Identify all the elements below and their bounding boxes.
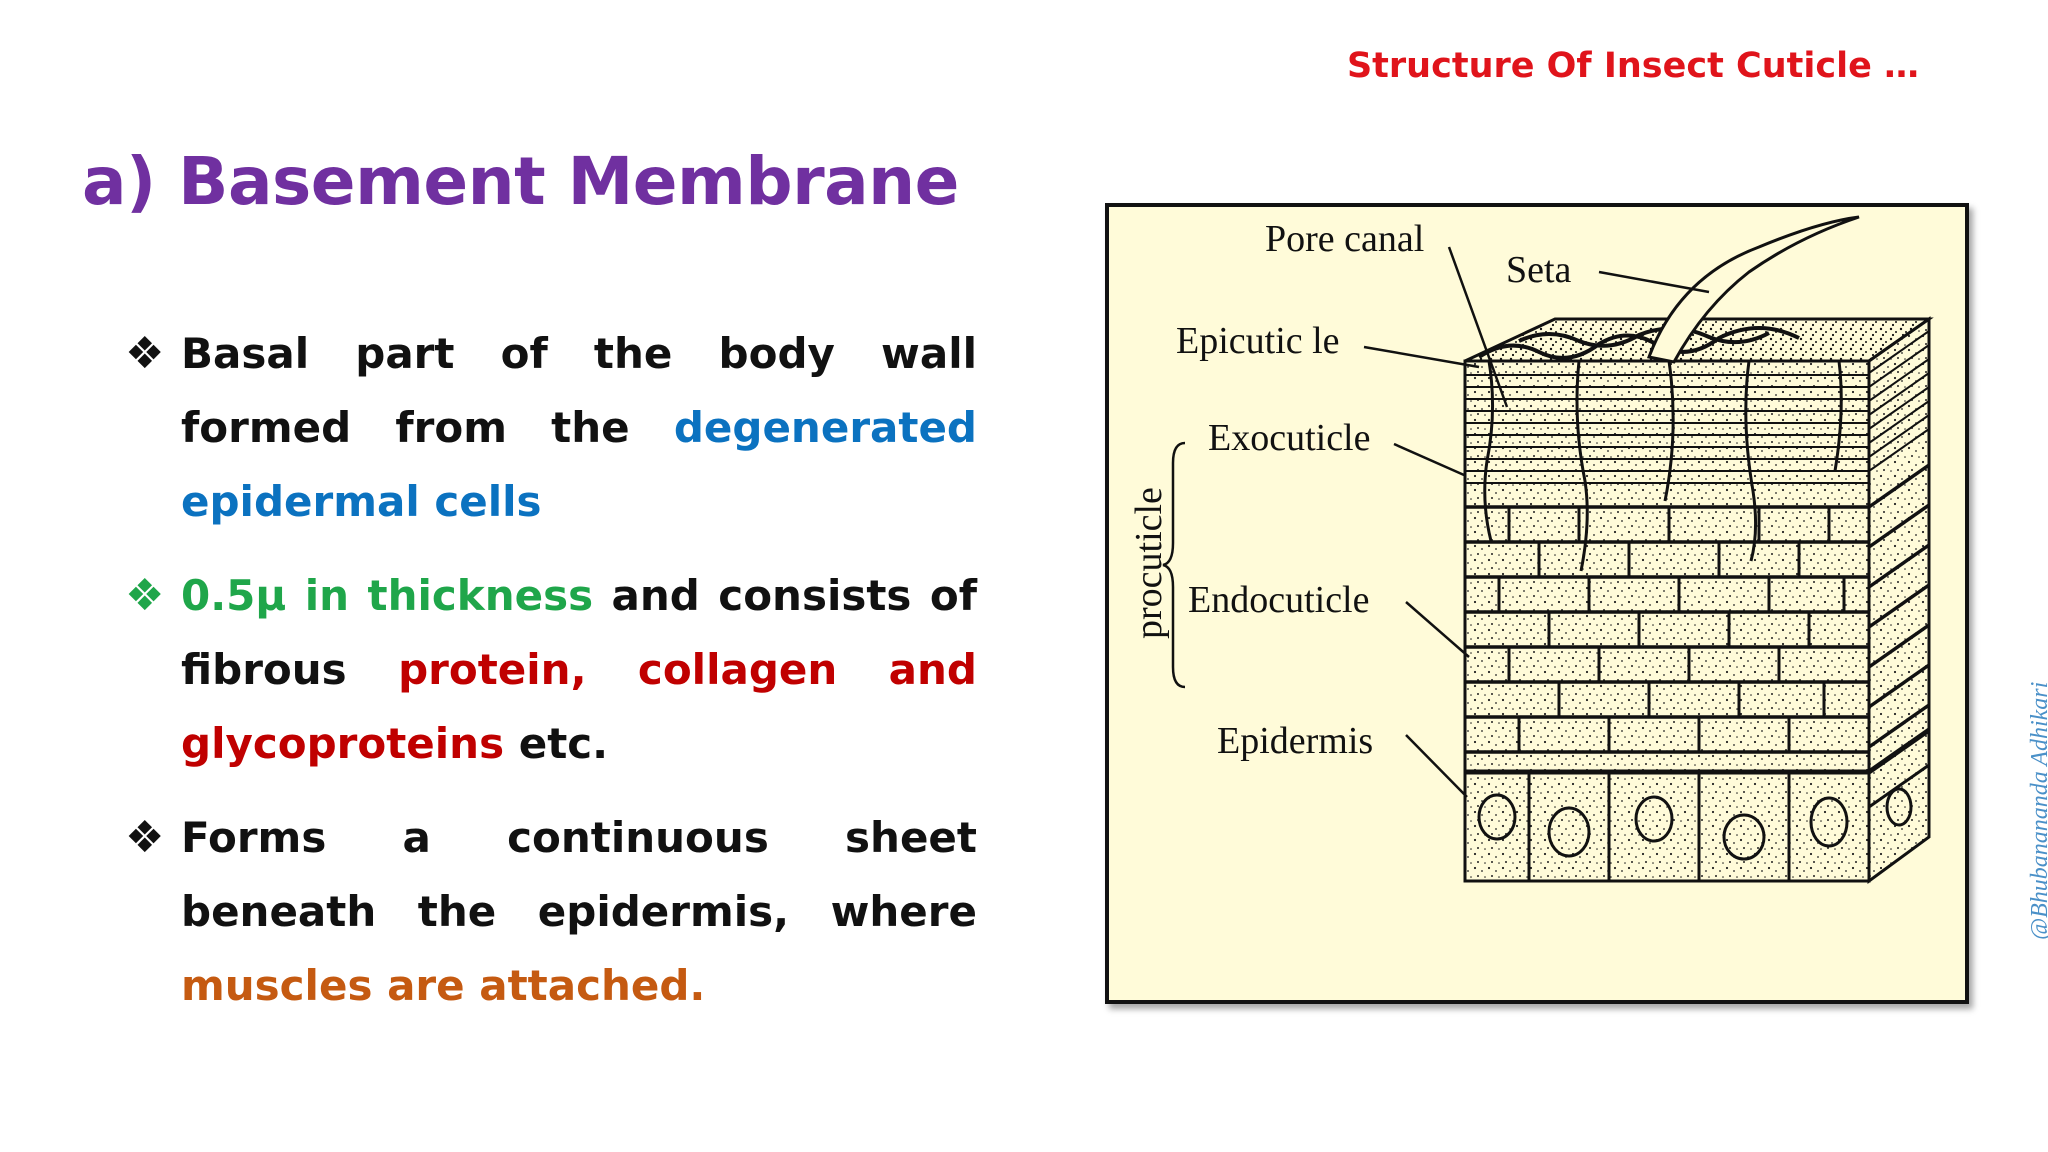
- label-seta: Seta: [1506, 249, 1572, 291]
- bullet-item: ❖ Forms a continuous sheet beneath the e…: [125, 801, 977, 1023]
- bullet-item: ❖ 0.5µ in thickness and consists of fibr…: [125, 559, 977, 781]
- bullet-segment: Forms a continuous sheet beneath the epi…: [181, 813, 977, 936]
- bullet-list: ❖ Basal part of the body wall formed fro…: [125, 317, 977, 1043]
- bullet-text: 0.5µ in thickness and consists of fibrou…: [181, 559, 977, 781]
- procuticle-brace: [1162, 441, 1186, 689]
- bullet-segment-highlight: 0.5µ in thickness: [181, 571, 594, 620]
- label-epidermis: Epidermis: [1217, 720, 1374, 762]
- label-exocuticle: Exocuticle: [1208, 417, 1371, 459]
- seta-hair: [1646, 215, 1860, 364]
- bullet-segment-highlight: protein, collagen and glycoproteins: [181, 645, 977, 768]
- bullet-segment: etc.: [504, 719, 609, 768]
- label-pore-canal: Pore canal: [1265, 218, 1425, 260]
- diamond-cluster-icon: ❖: [125, 812, 165, 863]
- bullet-segment: Basal part of the body wall formed from …: [181, 329, 977, 452]
- label-endocuticle: Endocuticle: [1188, 579, 1370, 621]
- block-side-face: [1867, 316, 1931, 884]
- bullet-segment-highlight: muscles are attached.: [181, 961, 706, 1010]
- author-watermark: @Bhubanananda Adhikari: [2027, 681, 2048, 940]
- cuticle-block-drawing: [1162, 215, 1934, 884]
- bullet-segment: and consists of fibrous: [181, 571, 977, 694]
- bullet-segment-highlight: degenerated epidermal cells: [181, 403, 977, 526]
- header-title: Structure Of Insect Cuticle …: [1346, 46, 1919, 86]
- slide-title: a) Basement Membrane: [82, 143, 959, 220]
- diamond-cluster-icon: ❖: [125, 570, 165, 621]
- bullet-text: Basal part of the body wall formed from …: [181, 317, 977, 539]
- label-epicuticle: Epicutic le: [1176, 320, 1340, 362]
- cuticle-diagram: Pore canal Seta Epicutic le Exocuticle E…: [1105, 203, 1969, 1004]
- bullet-item: ❖ Basal part of the body wall formed fro…: [125, 317, 977, 539]
- label-procuticle: procuticle: [1128, 487, 1170, 639]
- bullet-text: Forms a continuous sheet beneath the epi…: [181, 801, 977, 1023]
- diamond-cluster-icon: ❖: [125, 328, 165, 379]
